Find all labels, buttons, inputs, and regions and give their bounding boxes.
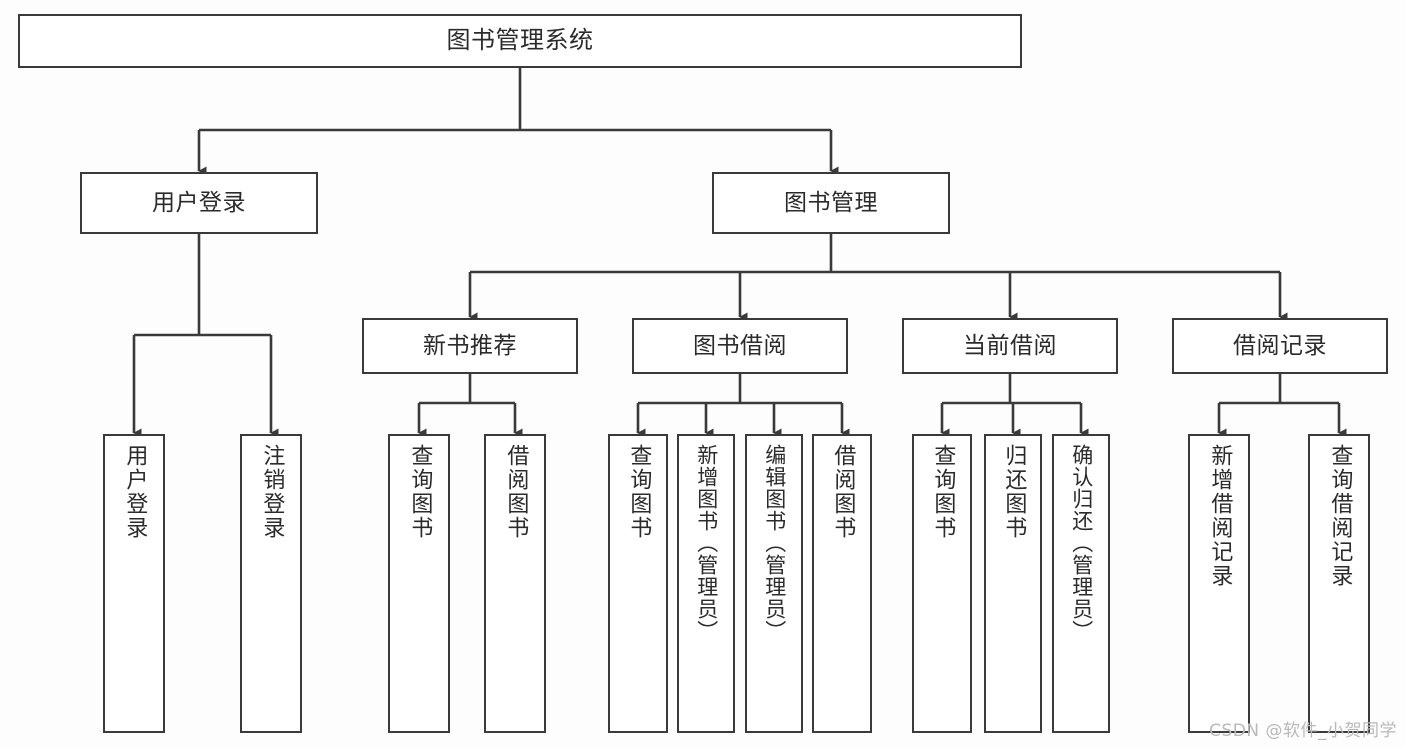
leaf-leaf-rec-add[interactable]: 新增借阅记录	[1188, 434, 1250, 733]
node-label: 新增借阅记录	[1207, 444, 1233, 588]
node-label: 归还图书	[1001, 444, 1027, 540]
leaf-leaf-cur-confirm[interactable]: 确认归还（管理员）	[1052, 434, 1110, 733]
leaf-leaf-user-login[interactable]: 用户登录	[103, 434, 165, 733]
node-label: 编辑图书（管理员）	[762, 444, 787, 642]
leaf-leaf-cur-return[interactable]: 归还图书	[984, 434, 1042, 733]
node-label: 借阅记录	[1233, 332, 1327, 359]
node-label: 查询图书	[407, 444, 433, 540]
node-label: 当前借阅	[963, 332, 1057, 359]
leaf-leaf-user-logout[interactable]: 注销登录	[240, 434, 302, 733]
node-label: 用户登录	[122, 444, 148, 540]
leaf-leaf-cur-query[interactable]: 查询图书	[912, 434, 972, 733]
node-label: 注销登录	[259, 444, 285, 540]
node-label: 借阅图书	[503, 444, 529, 540]
node-borrow-record[interactable]: 借阅记录	[1172, 318, 1388, 374]
node-book-manage[interactable]: 图书管理	[712, 172, 950, 234]
node-label: 新书推荐	[423, 332, 517, 359]
node-label: 图书借阅	[693, 332, 787, 359]
leaf-leaf-borrow-add[interactable]: 新增图书（管理员）	[677, 434, 735, 733]
node-user-login[interactable]: 用户登录	[80, 172, 318, 234]
leaf-leaf-borrow-do[interactable]: 借阅图书	[812, 434, 872, 733]
node-new-book-rec[interactable]: 新书推荐	[362, 318, 578, 374]
node-label: 查询借阅记录	[1327, 444, 1353, 588]
node-root[interactable]: 图书管理系统	[18, 14, 1022, 68]
node-label: 查询图书	[626, 444, 652, 540]
node-label: 确认归还（管理员）	[1069, 444, 1094, 642]
node-label: 图书管理系统	[446, 26, 594, 55]
leaf-leaf-rec-query[interactable]: 查询图书	[388, 434, 450, 733]
node-label: 查询图书	[930, 444, 956, 540]
node-label: 借阅图书	[830, 444, 856, 540]
node-label: 图书管理	[784, 189, 878, 216]
leaf-leaf-rec-borrow[interactable]: 借阅图书	[484, 434, 546, 733]
watermark-text: CSDN @软件_小贺同学	[1209, 721, 1397, 741]
leaf-leaf-borrow-query[interactable]: 查询图书	[608, 434, 668, 733]
leaf-leaf-borrow-edit[interactable]: 编辑图书（管理员）	[745, 434, 803, 733]
node-current-borrow[interactable]: 当前借阅	[902, 318, 1118, 374]
node-label: 用户登录	[152, 189, 246, 216]
node-book-borrow[interactable]: 图书借阅	[632, 318, 848, 374]
node-label: 新增图书（管理员）	[694, 444, 719, 642]
leaf-leaf-rec-query2[interactable]: 查询借阅记录	[1308, 434, 1370, 733]
